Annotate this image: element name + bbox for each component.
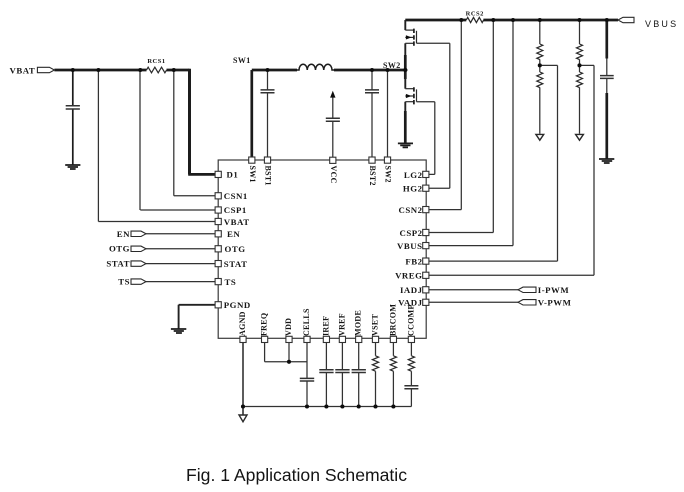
svg-text:RCS2: RCS2 [466, 10, 484, 17]
svg-text:V-PWM: V-PWM [538, 298, 572, 308]
svg-text:IADJ: IADJ [400, 285, 423, 295]
svg-text:VBAT: VBAT [224, 217, 250, 227]
svg-text:FB2: FB2 [405, 257, 422, 267]
svg-text:SW1: SW1 [248, 166, 257, 183]
svg-text:Fig. 1 Application Schematic: Fig. 1 Application Schematic [186, 465, 407, 485]
svg-text:SW2: SW2 [384, 166, 393, 183]
svg-text:PGND: PGND [224, 300, 251, 310]
svg-text:CSP2: CSP2 [399, 228, 422, 238]
svg-text:VBAT: VBAT [10, 66, 36, 76]
svg-text:D1: D1 [227, 170, 239, 180]
svg-text:RCS1: RCS1 [147, 58, 165, 65]
svg-text:VSET: VSET [370, 314, 379, 336]
svg-text:SW1: SW1 [233, 56, 251, 65]
svg-text:BST1: BST1 [264, 166, 273, 186]
svg-text:VBUS: VBUS [645, 19, 678, 29]
svg-text:OTG: OTG [109, 244, 130, 254]
svg-text:EN: EN [117, 229, 130, 239]
svg-text:CCOMP: CCOMP [406, 304, 415, 336]
svg-text:SW2: SW2 [383, 61, 401, 70]
svg-text:BRCOM: BRCOM [388, 304, 397, 336]
svg-text:MODE: MODE [354, 310, 363, 336]
svg-text:CSN2: CSN2 [399, 205, 423, 215]
svg-text:HG2: HG2 [403, 184, 423, 194]
svg-text:STAT: STAT [224, 259, 248, 269]
svg-text:TS: TS [225, 277, 237, 287]
svg-text:TS: TS [118, 276, 130, 286]
svg-text:CSP1: CSP1 [224, 205, 247, 215]
svg-text:VADJ: VADJ [398, 298, 422, 308]
svg-text:BST2: BST2 [368, 166, 377, 186]
svg-text:IREF: IREF [321, 316, 330, 336]
svg-text:CSN1: CSN1 [224, 191, 248, 201]
svg-text:VREG: VREG [395, 271, 422, 281]
svg-text:AGND: AGND [238, 311, 247, 336]
svg-text:OTG: OTG [225, 244, 246, 254]
svg-text:EN: EN [227, 229, 240, 239]
svg-text:VBUS: VBUS [397, 241, 422, 251]
svg-text:VDD: VDD [284, 318, 293, 336]
svg-text:VREF: VREF [337, 313, 346, 336]
svg-text:FREQ: FREQ [260, 313, 269, 336]
svg-text:LG2: LG2 [404, 170, 423, 180]
svg-text:I-PWM: I-PWM [538, 285, 570, 295]
svg-text:STAT: STAT [106, 259, 130, 269]
svg-text:CELLS: CELLS [302, 308, 311, 336]
svg-text:VCC: VCC [329, 166, 338, 184]
